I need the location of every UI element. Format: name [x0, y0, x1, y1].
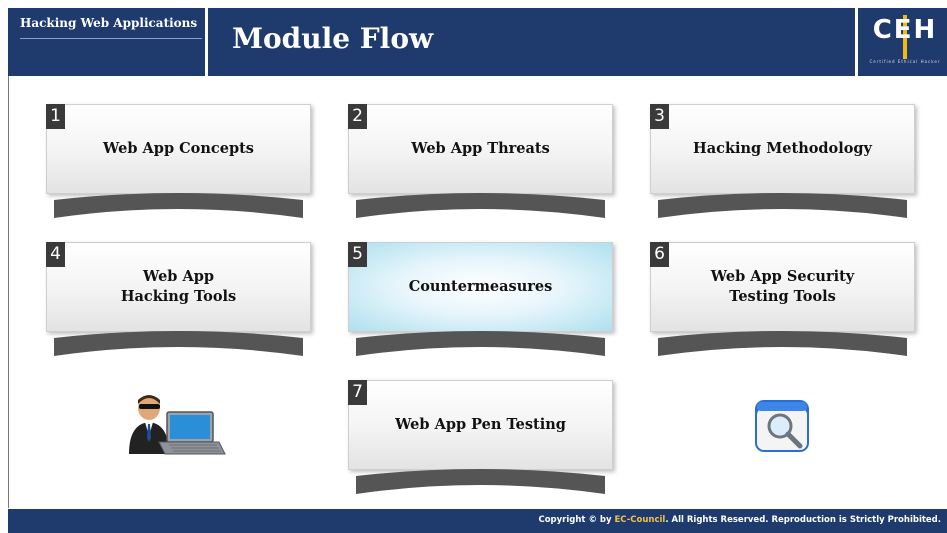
card-panel	[348, 242, 613, 332]
card-ribbon-shadow	[54, 193, 303, 218]
logo-divider	[855, 8, 858, 76]
section-underline	[20, 38, 202, 39]
module-card-4[interactable]: 4 Web App Hacking Tools	[46, 242, 311, 360]
module-card-2[interactable]: 2 Web App Threats	[348, 104, 613, 222]
module-label: Web App Concepts	[103, 140, 254, 158]
module-number: 7	[348, 380, 367, 405]
copyright-prefix: Copyright © by	[538, 515, 615, 525]
module-card-7[interactable]: 7 Web App Pen Testing	[348, 380, 613, 498]
logo-accent-bar	[903, 15, 907, 59]
card-ribbon-shadow	[356, 469, 605, 494]
module-number: 2	[348, 104, 367, 129]
module-label: Hacking Methodology	[693, 140, 872, 158]
logo-subtext: Certified Ethical Hacker	[869, 59, 941, 64]
card-ribbon-shadow	[54, 331, 303, 356]
module-label: Web App Hacking Tools	[120, 268, 237, 305]
module-card-3[interactable]: 3 Hacking Methodology	[650, 104, 915, 222]
card-ribbon-shadow	[658, 193, 907, 218]
card-ribbon-shadow	[356, 331, 605, 356]
module-label: Web App Pen Testing	[395, 416, 566, 434]
card-ribbon-shadow	[356, 193, 605, 218]
module-number: 6	[650, 242, 669, 267]
left-border	[8, 76, 9, 508]
module-label: Web App Security Testing Tools	[710, 268, 855, 305]
page-title: Module Flow	[232, 22, 434, 55]
module-card-5[interactable]: 5 Countermeasures	[348, 242, 613, 360]
logo-text: CEH	[872, 15, 938, 45]
hacker-laptop-icon	[129, 395, 226, 455]
module-number: 3	[650, 104, 669, 129]
copyright-suffix: . All Rights Reserved. Reproduction is S…	[665, 515, 941, 525]
module-card-1[interactable]: 1 Web App Concepts	[46, 104, 311, 222]
section-panel: Hacking Web Applications	[8, 8, 208, 76]
module-number: 5	[348, 242, 367, 267]
magnifier-app-icon	[755, 400, 809, 452]
module-label: Web App Threats	[411, 140, 550, 158]
section-label: Hacking Web Applications	[20, 16, 198, 30]
module-number: 1	[46, 104, 65, 129]
footer-bar: Copyright © by EC-Council. All Rights Re…	[8, 509, 947, 533]
card-panel	[46, 104, 311, 194]
card-panel	[650, 104, 915, 194]
module-label: Countermeasures	[408, 278, 553, 296]
card-ribbon-shadow	[658, 331, 907, 356]
copyright-text: Copyright © by EC-Council. All Rights Re…	[538, 515, 941, 525]
ceh-logo: CEH Certified Ethical Hacker	[868, 15, 942, 73]
module-number: 4	[46, 242, 65, 267]
ec-council-brand: EC-Council	[614, 515, 666, 525]
module-card-6[interactable]: 6 Web App Security Testing Tools	[650, 242, 915, 360]
